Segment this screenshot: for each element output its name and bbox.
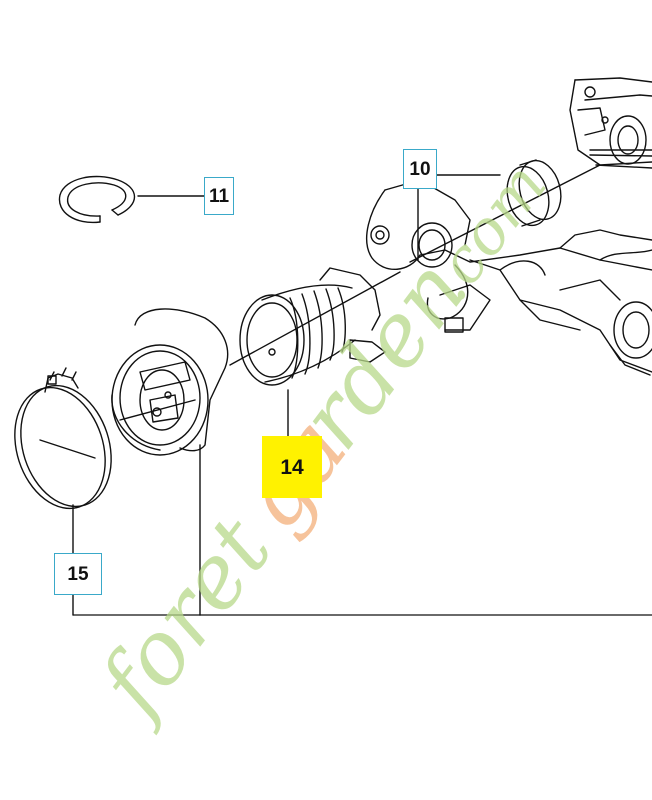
callout-11: 11: [204, 177, 234, 215]
intake-hose-part: [229, 267, 401, 446]
callout-14: 14: [262, 436, 322, 498]
engine-housing: [366, 179, 652, 376]
intake-boot-part: [111, 308, 229, 616]
callout-15: 15: [54, 553, 102, 595]
callout-10: 10: [403, 149, 437, 189]
circlip-part: [58, 175, 206, 224]
hose-clamp-part: [14, 367, 112, 616]
carburetor-part: [569, 77, 652, 169]
intake-sleeve-part: [409, 159, 601, 263]
